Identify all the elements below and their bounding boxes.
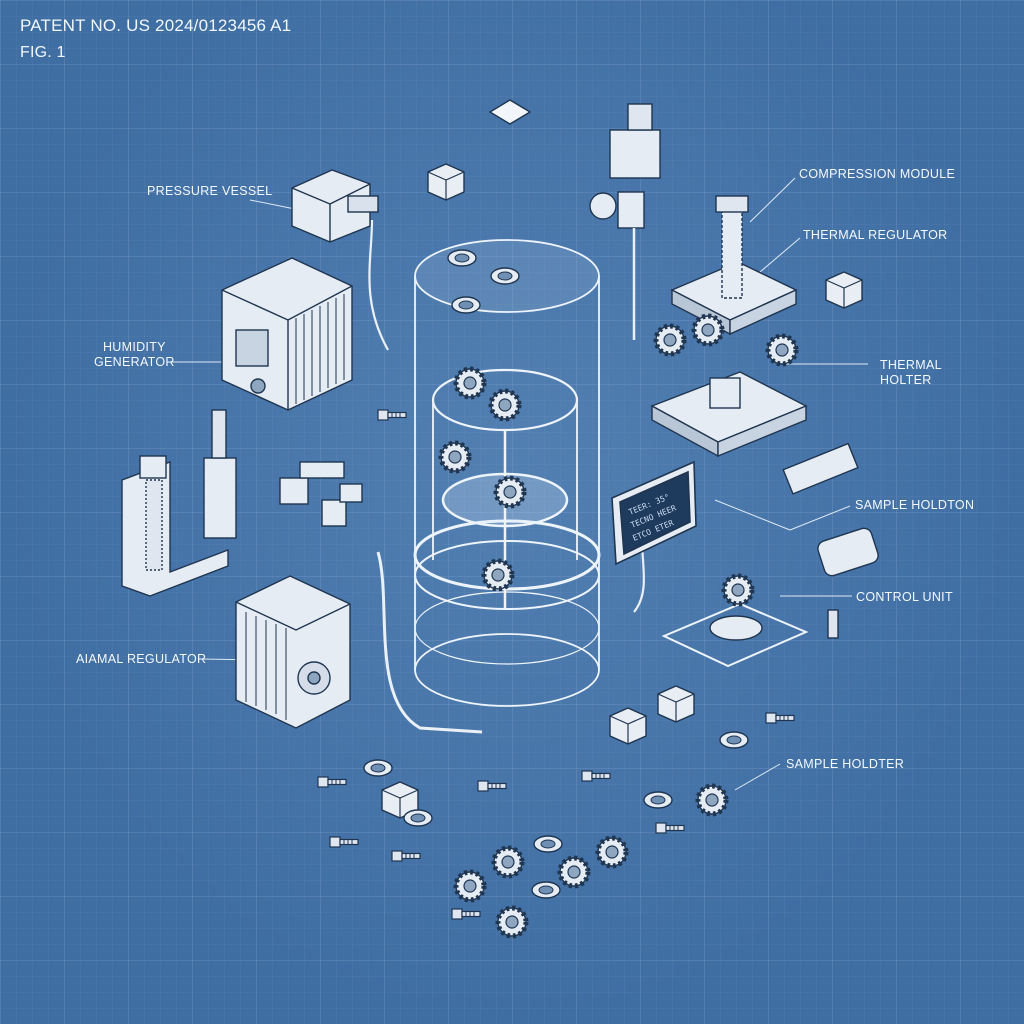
label-thermal-holter-line2: HOLTER — [880, 373, 932, 387]
control-monitor-part — [611, 460, 697, 566]
pressure-vessel-part — [291, 169, 389, 351]
gripper-part — [279, 461, 363, 527]
patent-number: PATENT NO. US 2024/0123456 A1 — [20, 16, 292, 35]
label-thermal-holter-line1: THERMAL — [880, 358, 942, 372]
label-control-unit: CONTROL UNIT — [856, 590, 953, 604]
label-thermal-regulator-left: ΑΙΑΜΑL REGULATOR — [76, 652, 207, 666]
label-thermal-regulator-right: THERMAL REGULATOR — [803, 228, 948, 242]
central-chamber — [413, 239, 601, 707]
leader-lines — [168, 177, 868, 791]
label-humidity-generator: HUMIDITY GENERATOR — [94, 340, 175, 370]
press-frame-part — [121, 409, 237, 597]
label-sample-holdter: SAMPLE HOLDTER — [786, 757, 905, 771]
top-center-parts — [427, 99, 661, 340]
label-pressure-vessel: PRESSURE VESSEL — [147, 184, 273, 198]
label-sample-holdton: SAMPLE HOLDTON — [855, 498, 975, 512]
label-humidity-line2: GENERATOR — [94, 355, 175, 369]
label-thermal-holter: THERMAL HOLTER — [880, 358, 942, 388]
figure-label: FIG. 1 — [20, 44, 66, 61]
humidity-generator-part — [221, 257, 353, 411]
compression-module-part — [650, 195, 808, 458]
label-humidity-line1: HUMIDITY — [102, 340, 166, 354]
right-parts — [661, 442, 879, 668]
tubing — [376, 551, 483, 734]
radiator-part — [235, 575, 351, 729]
label-compression-module: COMPRESSION MODULE — [799, 167, 956, 181]
